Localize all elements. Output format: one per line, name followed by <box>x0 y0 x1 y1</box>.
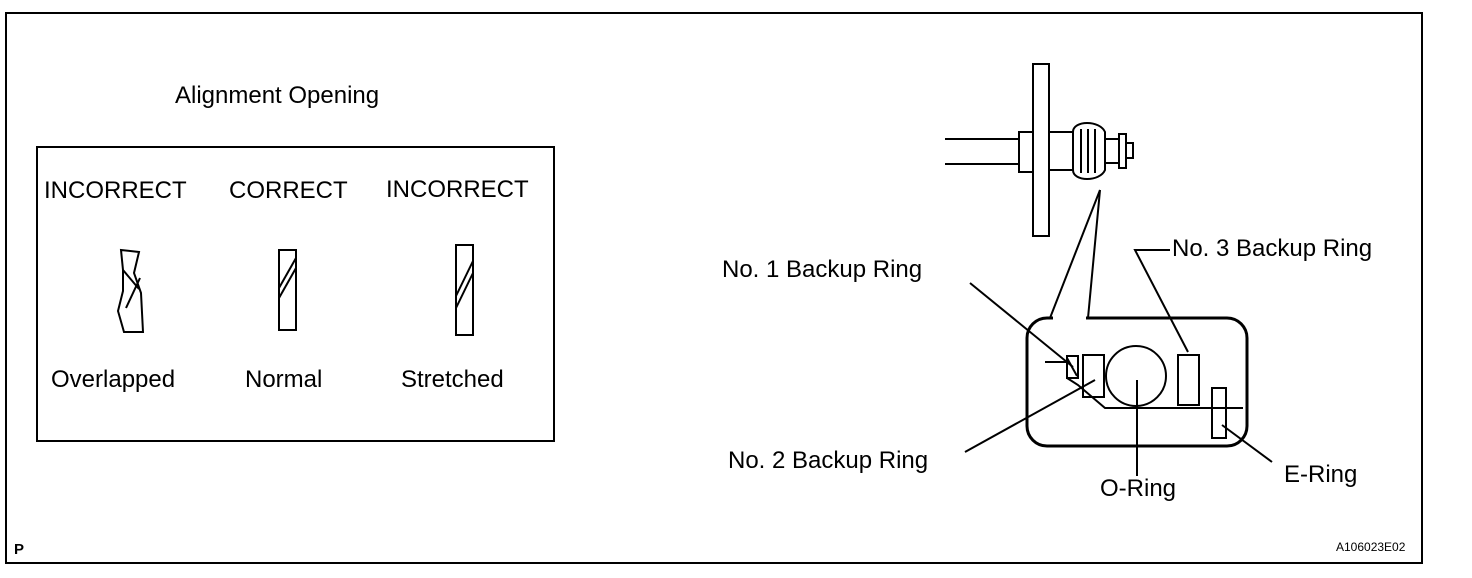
status-correct: CORRECT <box>229 177 348 204</box>
leader-lines <box>965 250 1272 476</box>
label-backup-ring-2: No. 2 Backup Ring <box>728 447 929 474</box>
backup-ring-3-shape <box>1178 355 1199 405</box>
leader-backup-ring-2 <box>965 380 1095 452</box>
alignment-panel-box <box>37 147 554 441</box>
leader-e-ring <box>1222 425 1272 462</box>
backup-ring-1-shape <box>1067 356 1078 378</box>
stretched-ring-icon <box>456 245 473 335</box>
overlapped-ring-icon <box>118 250 143 332</box>
e-ring-shape <box>1212 388 1226 438</box>
label-e-ring: E-Ring <box>1284 461 1358 488</box>
leader-backup-ring-3 <box>1135 250 1188 352</box>
label-backup-ring-3: No. 3 Backup Ring <box>1172 235 1373 262</box>
figure-code: A106023E02 <box>1336 540 1406 554</box>
callout-lines <box>1050 190 1100 318</box>
figure-frame <box>5 12 1423 564</box>
status-incorrect-right: INCORRECT <box>386 176 529 203</box>
leader-backup-ring-1 <box>970 283 1073 367</box>
alignment-opening-title: Alignment Opening <box>175 82 380 109</box>
injector-icon <box>945 64 1133 236</box>
status-incorrect-left: INCORRECT <box>44 177 187 204</box>
label-backup-ring-1: No. 1 Backup Ring <box>722 256 923 283</box>
label-o-ring: O-Ring <box>1100 475 1177 502</box>
corner-mark: P <box>14 541 25 558</box>
detail-groove-line <box>1067 378 1243 408</box>
caption-normal: Normal <box>245 366 323 393</box>
caption-stretched: Stretched <box>401 366 504 393</box>
caption-overlapped: Overlapped <box>51 366 176 393</box>
normal-ring-icon <box>279 250 296 330</box>
backup-ring-2-shape <box>1083 355 1104 397</box>
